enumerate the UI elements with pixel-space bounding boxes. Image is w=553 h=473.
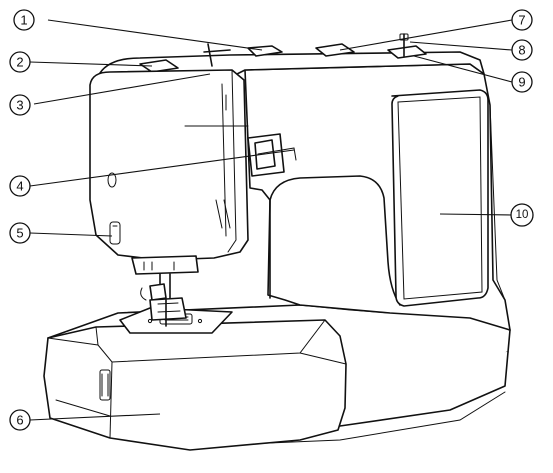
callout-4: 4: [9, 175, 31, 197]
callout-7-label: 7: [518, 13, 525, 28]
leader-6: [29, 413, 161, 421]
callout-5: 5: [9, 222, 31, 244]
callout-7: 7: [511, 9, 533, 31]
callout-5-circle: [9, 222, 31, 244]
callout-9-circle: [511, 71, 533, 93]
leader-2: [29, 61, 153, 67]
callout-4-label: 4: [16, 179, 23, 194]
leader-4: [29, 149, 295, 187]
callout-9: 9: [511, 71, 533, 93]
callout-4-circle: [9, 175, 31, 197]
callout-6: 6: [9, 409, 31, 431]
machine-pillar: [244, 63, 511, 331]
leader-5: [29, 232, 113, 237]
callout-2-label: 2: [16, 55, 23, 70]
callout-3-label: 3: [16, 98, 23, 113]
callout-leaders: [29, 19, 513, 421]
callout-1-circle: [13, 9, 35, 31]
callout-10: 10: [510, 203, 534, 227]
callout-7-circle: [511, 9, 533, 31]
leader-10: [439, 213, 513, 216]
callout-5-label: 5: [16, 226, 23, 241]
leader-7: [339, 19, 513, 51]
needle-presser-assembly: [131, 255, 199, 327]
callout-3: 3: [9, 94, 31, 116]
top-cover: [99, 33, 485, 76]
callout-6-circle: [9, 409, 31, 431]
callout-8-label: 8: [518, 43, 525, 58]
callout-2: 2: [9, 51, 31, 73]
machine-head: [89, 69, 249, 261]
leader-9: [413, 55, 513, 83]
callout-1-label: 1: [20, 13, 27, 28]
leader-8: [409, 41, 513, 51]
callout-10-label: 10: [516, 209, 529, 221]
callout-3-circle: [9, 94, 31, 116]
callout-1: 1: [13, 9, 35, 31]
callout-10-circle: [510, 203, 534, 227]
callout-6-label: 6: [16, 413, 23, 428]
callout-8: 8: [511, 39, 533, 61]
leader-3: [33, 73, 211, 105]
callout-9-label: 9: [518, 75, 525, 90]
accessory-table: [43, 319, 347, 451]
leader-1: [47, 19, 263, 51]
callout-2-circle: [9, 51, 31, 73]
callout-8-circle: [511, 39, 533, 61]
